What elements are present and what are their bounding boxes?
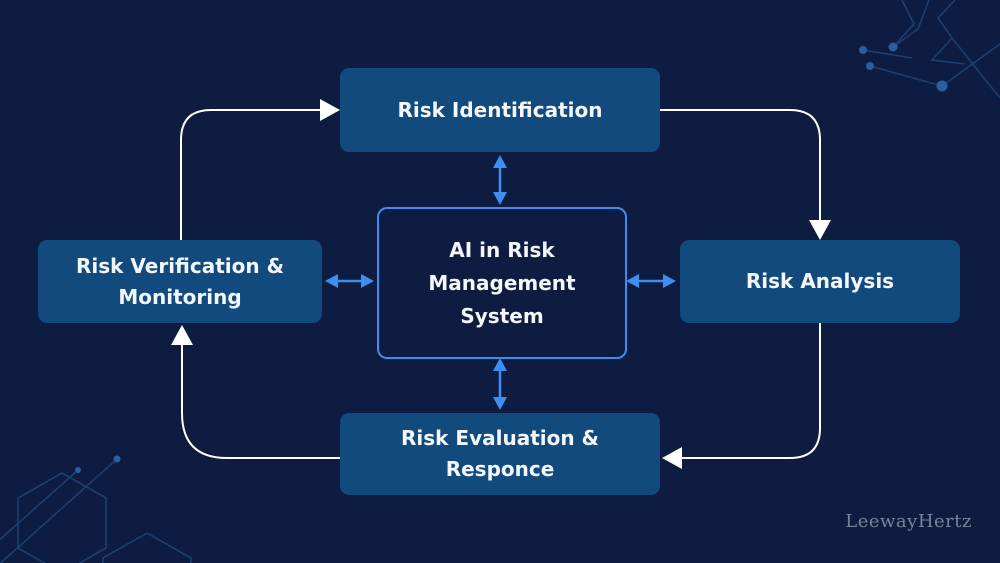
node-label-line: AI in Risk (449, 237, 555, 262)
arrow-right-to-bottom (662, 323, 821, 469)
node-risk-evaluation-response: Risk Evaluation & Responce (340, 413, 660, 495)
arrow-left-to-top (180, 99, 340, 240)
watermark: LeewayHertz (845, 511, 972, 532)
arrow-top-to-right (660, 109, 831, 240)
circuit-decoration-top-right (859, 0, 1000, 99)
node-label-line: Responce (445, 457, 555, 481)
node-label-line: System (460, 303, 544, 328)
node-label: Risk Analysis (745, 269, 895, 293)
node-ai-risk-management-system: AI in Risk Management System (377, 207, 627, 359)
circuit-decoration-bottom-left (0, 455, 192, 563)
node-risk-analysis: Risk Analysis (680, 240, 960, 323)
node-risk-identification: Risk Identification (340, 68, 660, 152)
arrow-bottom-to-left (171, 325, 340, 459)
node-label-line: Risk Verification & (75, 253, 285, 278)
node-label: Risk Identification (397, 97, 603, 122)
node-risk-verification-monitoring: Risk Verification & Monitoring (38, 240, 322, 323)
node-label-line: Management (428, 270, 576, 295)
node-label-line: Monitoring (118, 284, 242, 309)
node-label-line: Risk Evaluation & (400, 426, 599, 450)
